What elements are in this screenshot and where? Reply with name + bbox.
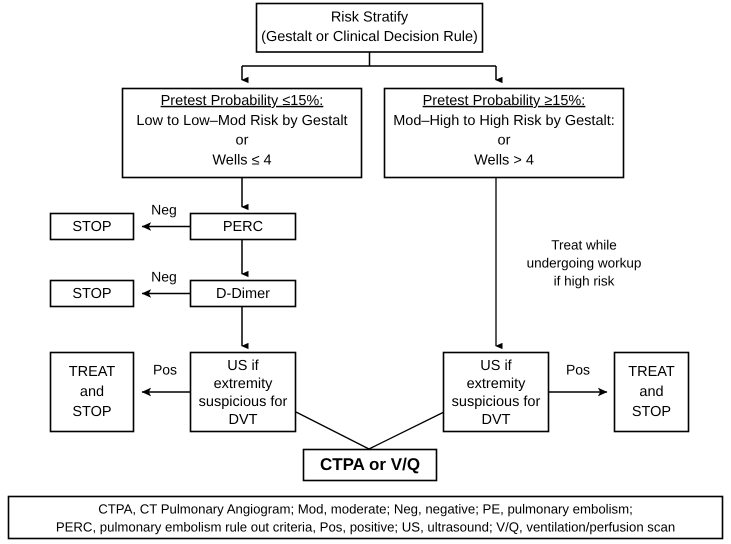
risk-stratify-box[interactable]: [255, 2, 484, 53]
pretest-low-line1: Pretest Probability ≤15%:: [161, 93, 324, 109]
annotation-treat-note: Treat while undergoing workup if high ri…: [527, 238, 642, 289]
treat-note-line2: undergoing workup: [527, 256, 642, 271]
edge-us-right-to-ctpa: [368, 411, 445, 450]
us-left-box[interactable]: [189, 351, 297, 433]
edge-riskstratify-to-split: [242, 52, 496, 67]
treat-note-line3: if high risk: [554, 274, 615, 289]
stop-ddimer-label: STOP: [72, 286, 111, 302]
treat-right-line1: TREAT: [628, 364, 675, 380]
pretest-high-line3: or: [498, 132, 511, 148]
node-us-left[interactable]: US if extremity suspicious for DVT: [189, 351, 297, 433]
risk-stratify-line1: Risk Stratify: [331, 9, 409, 25]
edge-label-us-right-pos: Pos: [566, 362, 590, 378]
d-dimer-label: D-Dimer: [216, 286, 270, 302]
perc-label: PERC: [223, 219, 263, 235]
pretest-high-line1: Pretest Probability ≥15%:: [423, 93, 586, 109]
node-ctpa-or-vq[interactable]: CTPA or V/Q: [302, 448, 438, 482]
treat-note-line1: Treat while: [551, 238, 617, 253]
us-right-line3: suspicious for: [452, 394, 541, 410]
treat-left-box[interactable]: [49, 351, 135, 433]
node-stop-perc[interactable]: STOP: [49, 212, 135, 241]
ctpa-label: CTPA or V/Q: [320, 455, 420, 474]
node-stop-ddimer[interactable]: STOP: [49, 279, 135, 308]
node-d-dimer[interactable]: D-Dimer: [189, 279, 297, 308]
pretest-low-line4: Wells ≤ 4: [212, 152, 271, 168]
us-right-line1: US if: [480, 358, 512, 374]
treat-left-line2: and: [80, 384, 104, 400]
us-left-line1: US if: [227, 358, 259, 374]
perc-box[interactable]: [189, 212, 297, 241]
legend-line2: PERC, pulmonary embolism rule out criter…: [56, 519, 675, 534]
treat-left-line3: STOP: [72, 404, 111, 420]
us-left-line2: extremity: [214, 376, 274, 392]
treat-left-line1: TREAT: [69, 364, 116, 380]
legend-line1: CTPA, CT Pulmonary Angiogram; Mod, moder…: [98, 501, 633, 516]
edge-us-left-to-ctpa: [295, 411, 370, 450]
us-left-line3: suspicious for: [199, 394, 288, 410]
ctpa-box[interactable]: [302, 448, 438, 482]
pretest-high-box[interactable]: [383, 87, 625, 179]
connector-layer: [141, 52, 608, 450]
us-left-line4: DVT: [229, 412, 258, 428]
us-right-line2: extremity: [467, 376, 527, 392]
edge-label-perc-neg: Neg: [151, 202, 177, 218]
edge-label-ddimer-neg: Neg: [151, 269, 177, 285]
node-us-right[interactable]: US if extremity suspicious for DVT: [442, 351, 550, 433]
pretest-low-box[interactable]: [121, 87, 363, 179]
edge-label-us-left-pos: Pos: [153, 362, 177, 378]
pretest-high-line4: Wells > 4: [474, 152, 534, 168]
node-risk-stratify[interactable]: Risk Stratify (Gestalt or Clinical Decis…: [255, 2, 484, 53]
pretest-low-line2: Low to Low–Mod Risk by Gestalt: [136, 113, 347, 129]
stop-perc-label: STOP: [72, 219, 111, 235]
us-right-line4: DVT: [482, 412, 511, 428]
node-pretest-probability-low[interactable]: Pretest Probability ≤15%: Low to Low–Mod…: [121, 87, 363, 179]
stop-perc-box[interactable]: [49, 212, 135, 241]
node-pretest-probability-high[interactable]: Pretest Probability ≥15%: Mod–High to Hi…: [383, 87, 625, 179]
risk-stratify-line2: (Gestalt or Clinical Decision Rule): [261, 29, 478, 45]
node-perc[interactable]: PERC: [189, 212, 297, 241]
node-treat-right[interactable]: TREAT and STOP: [613, 351, 690, 433]
legend-panel: CTPA, CT Pulmonary Angiogram; Mod, moder…: [7, 495, 724, 540]
treat-right-box[interactable]: [613, 351, 690, 433]
treat-right-line3: STOP: [632, 404, 671, 420]
d-dimer-box[interactable]: [189, 279, 297, 308]
pretest-low-line3: or: [236, 132, 249, 148]
stop-ddimer-box[interactable]: [49, 279, 135, 308]
legend-box: [7, 495, 724, 540]
treat-right-line2: and: [639, 384, 663, 400]
node-treat-left[interactable]: TREAT and STOP: [49, 351, 135, 433]
pretest-high-line2: Mod–High to High Risk by Gestalt:: [393, 113, 615, 129]
us-right-box[interactable]: [442, 351, 550, 433]
